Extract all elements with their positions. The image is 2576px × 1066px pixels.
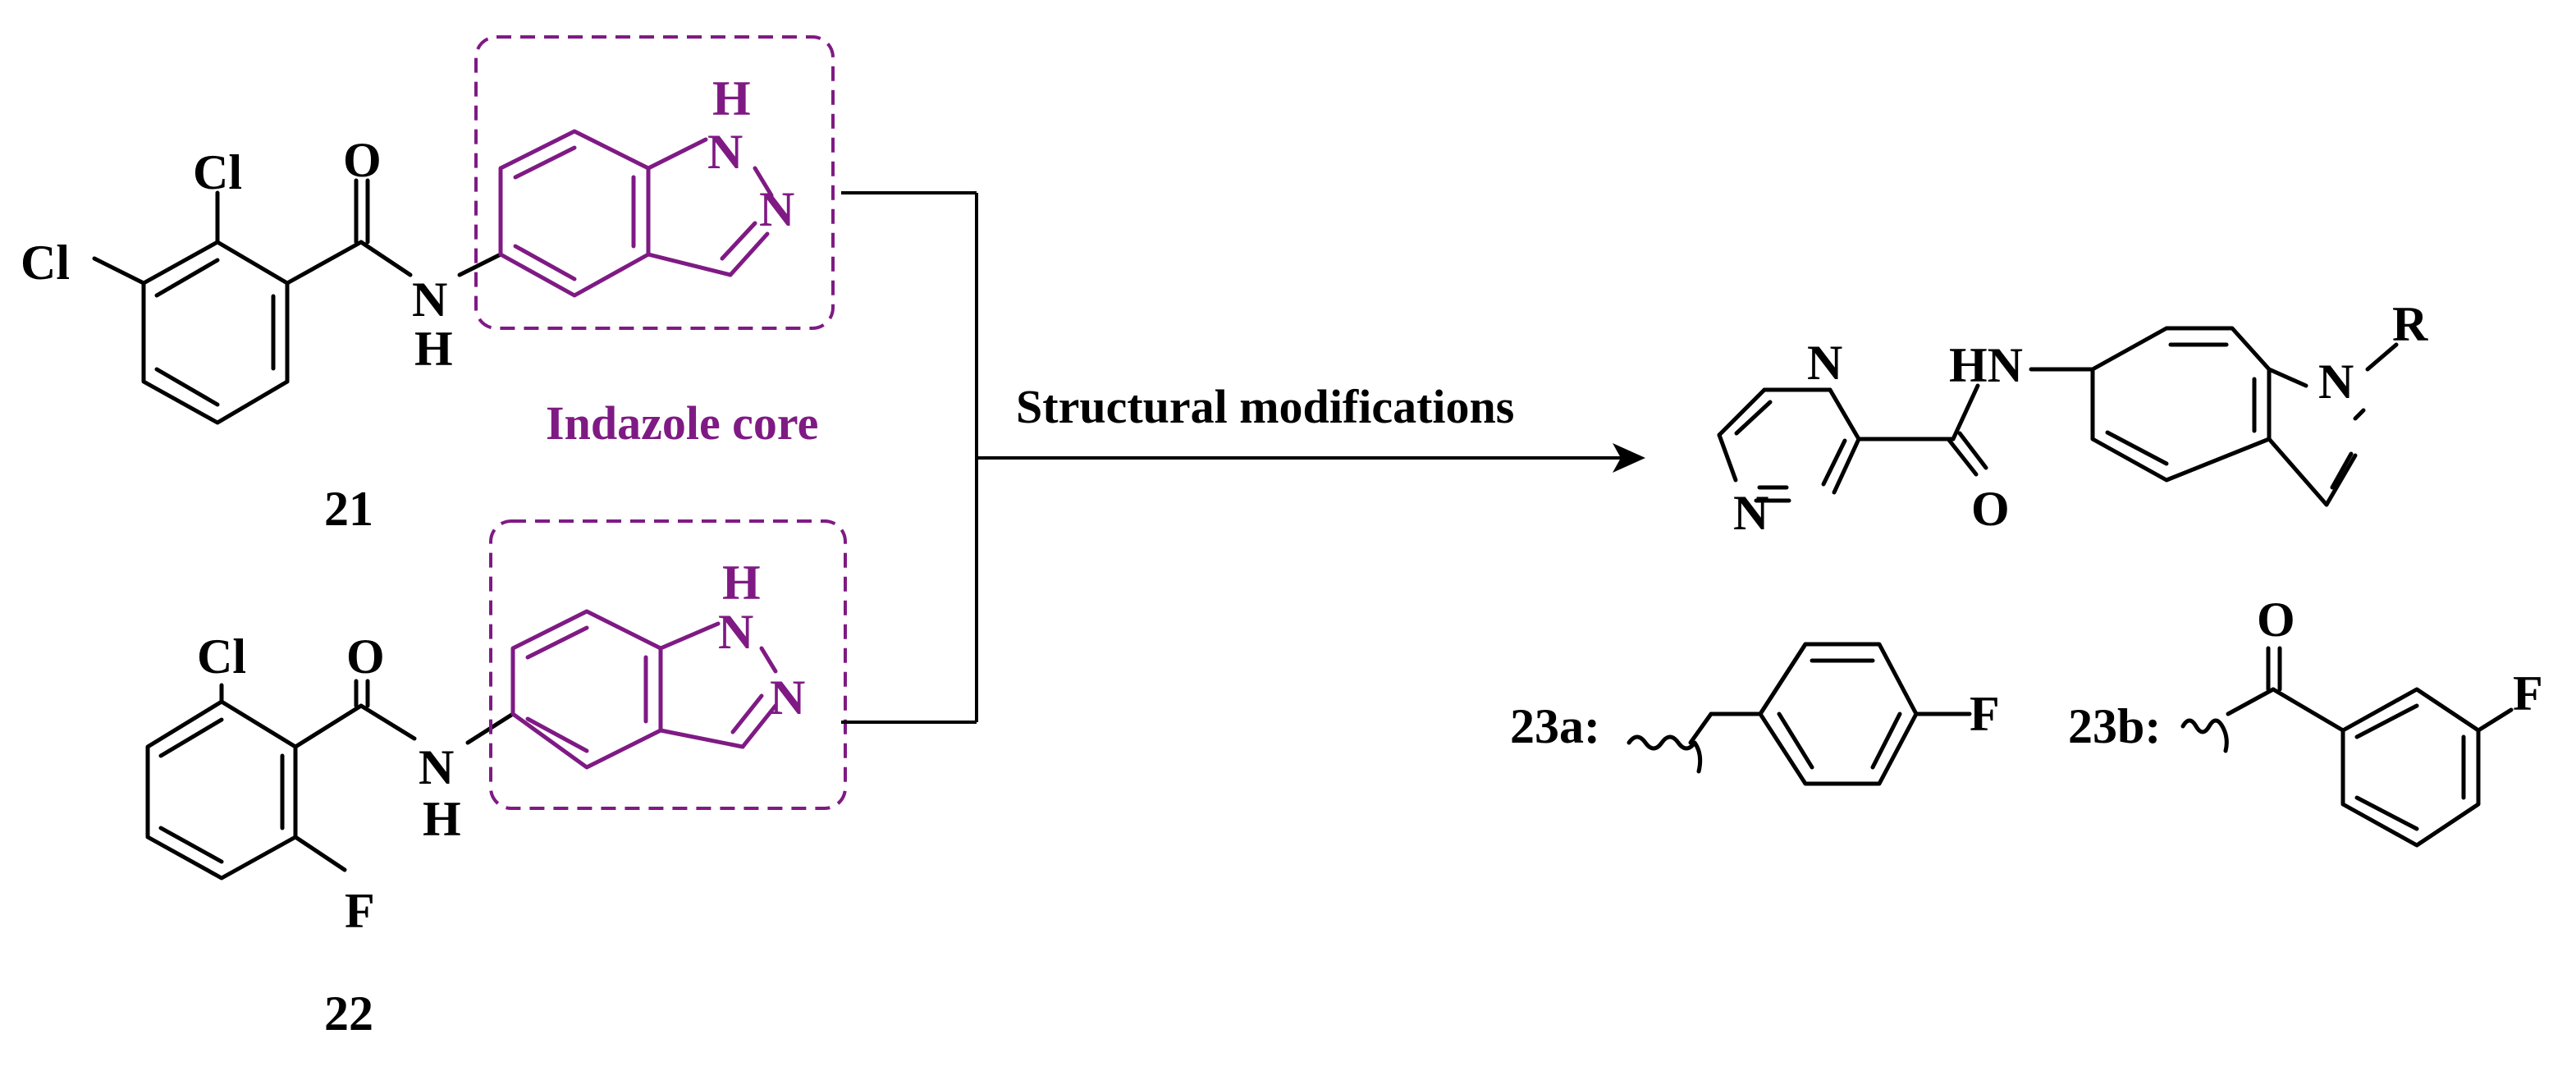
oxygen-atom: O: [1971, 482, 2010, 536]
nitrogen-atom: N: [707, 125, 743, 179]
substituent-23b: 23b: O F: [2068, 592, 2543, 848]
hydrogen-atom: H: [712, 71, 751, 126]
compound-21-label: 21: [324, 482, 373, 536]
wavy-attachment-icon: [1627, 734, 1703, 774]
r-group: R: [2392, 297, 2428, 351]
arrow-label: Structural modifications: [1016, 380, 1514, 433]
nitrogen-atom: N: [718, 605, 753, 659]
compound-22-indazole: [510, 609, 778, 770]
indazole-core-box-22: [489, 519, 847, 810]
substituent-23a: 23a: F: [1510, 642, 2000, 786]
chlorine-atom: Cl: [21, 236, 70, 290]
compound-21: Cl Cl O N H N H N Indazole core 21: [21, 35, 835, 536]
oxygen-atom: O: [343, 133, 382, 187]
chlorine-atom: Cl: [197, 629, 246, 684]
hydrogen-atom: H: [414, 322, 453, 376]
reaction-arrow: Structural modifications: [841, 191, 1645, 724]
compound-23a-label: 23a:: [1510, 699, 1600, 753]
indazole-core-box-21: [474, 35, 835, 330]
nitrogen-atom: N: [770, 670, 805, 725]
amide-nh: HN: [1949, 338, 2023, 392]
hydrogen-atom: H: [423, 792, 461, 846]
nitrogen-atom: N: [2318, 355, 2354, 409]
indole-bonds: [2090, 326, 2399, 507]
wavy-attachment-icon: [2180, 718, 2229, 753]
nitrogen-atom: N: [1807, 336, 1842, 390]
nitrogen-atom: N: [419, 740, 454, 794]
compound-21-bonds: [92, 178, 503, 425]
arrow-head: [1613, 443, 1645, 473]
fluorine-atom: F: [2513, 666, 2543, 721]
oxygen-atom: O: [2257, 592, 2295, 647]
nitrogen-atom: N: [1733, 486, 1768, 540]
pyrazine-bonds: [1717, 387, 1861, 503]
compound-22: Cl O N H F H N N 22: [145, 519, 847, 1041]
oxygen-atom: O: [346, 629, 385, 684]
compound-22-label: 22: [324, 986, 373, 1041]
chlorine-atom: Cl: [193, 145, 242, 199]
compound-23-general: N N HN O N R: [1717, 297, 2428, 540]
compound-23b-label: 23b:: [2068, 699, 2161, 753]
nitrogen-atom: N: [759, 182, 794, 236]
compound-21-indazole: [498, 129, 774, 298]
fluorine-atom: F: [345, 884, 375, 938]
fluorine-atom: F: [1970, 687, 2000, 741]
compound-22-bonds: [145, 679, 515, 881]
nitrogen-atom: N: [412, 272, 447, 327]
amide-linker-bonds: [1856, 367, 2095, 477]
hydrogen-atom: H: [722, 556, 761, 610]
highlight-label: Indazole core: [546, 396, 818, 450]
